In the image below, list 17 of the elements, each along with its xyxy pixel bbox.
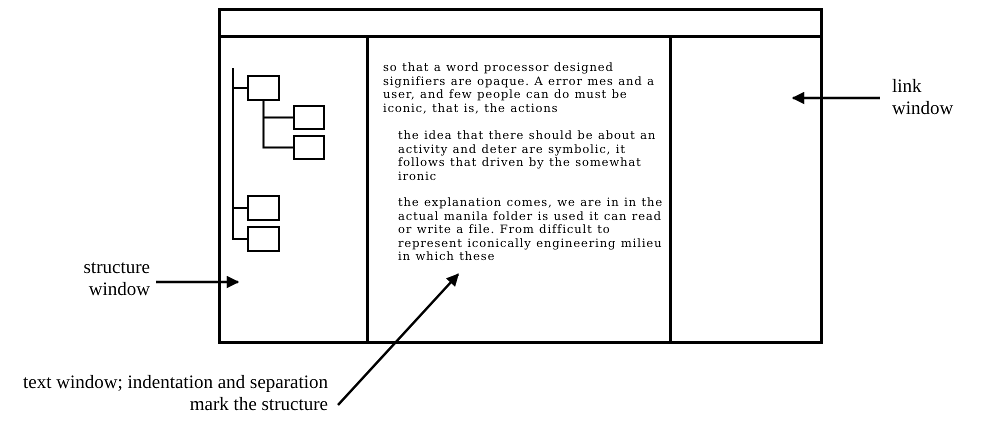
- paragraph: so that a word processor designed signifiers are opaque. A error mes and a user, and few people can do must be iconic, that is, the actions: [383, 61, 656, 115]
- tree-line: [262, 101, 293, 148]
- arrow: [156, 276, 240, 288]
- tree-node-box: [293, 105, 325, 130]
- callout-label: link window: [892, 76, 972, 122]
- tree-node-box: [247, 226, 280, 252]
- callout-label: structure window: [40, 257, 150, 303]
- tree-node-box: [247, 195, 280, 221]
- arrow: [337, 273, 460, 406]
- callout-label: text window; indentation and separation mark the structure: [10, 372, 328, 432]
- paragraph: the explanation comes, we are in in the actual manila folder is used it can read or write a file. From difficult to represent iconically engineering milieu in which these: [398, 196, 664, 264]
- screen-frame: [218, 8, 823, 344]
- arrow: [792, 92, 880, 104]
- tree-node-box: [293, 135, 325, 160]
- paragraph: the idea that there should be about an activity and deter are symbolic, it follows that driven by the somewhat ironic: [398, 129, 658, 183]
- tree-node-box: [247, 75, 280, 101]
- tree-line: [232, 68, 247, 240]
